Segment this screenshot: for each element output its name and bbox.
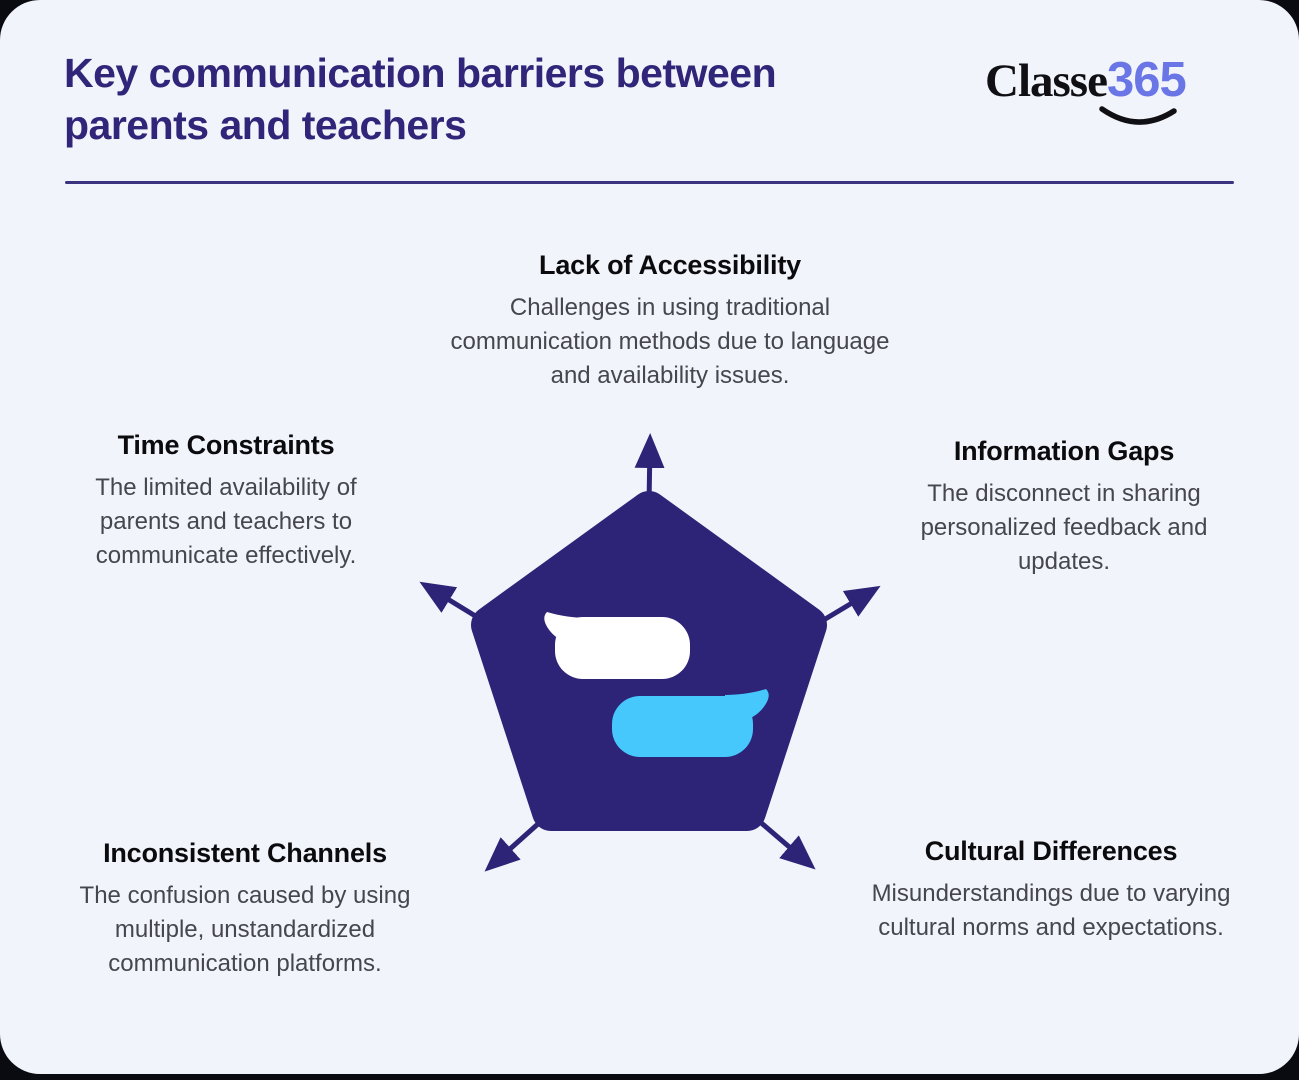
logo-smile-icon <box>1099 106 1177 125</box>
chat-bubble-blue-icon <box>612 689 769 757</box>
section-description: Challenges in using traditional communic… <box>450 294 890 390</box>
header-divider <box>65 181 1234 184</box>
logo-wordmark: Classe <box>985 55 1108 107</box>
chat-bubble-white-icon <box>544 612 690 679</box>
arrow-upper-right-icon <box>820 585 881 624</box>
section-description: The disconnect in sharing personalized f… <box>920 480 1208 576</box>
page-title: Key communication barriers between paren… <box>64 50 777 148</box>
section-description: The limited availability of parents and … <box>95 474 357 570</box>
section-information-gaps: Information Gaps The disconnect in shari… <box>878 436 1250 579</box>
section-inconsistent-channels: Inconsistent Channels The confusion caus… <box>48 838 442 981</box>
section-cultural-differences: Cultural Differences Misunderstandings d… <box>866 836 1236 945</box>
section-title: Inconsistent Channels <box>103 838 387 868</box>
classe365-logo: Classe365 <box>985 52 1187 132</box>
section-title: Time Constraints <box>117 430 335 460</box>
section-title: Cultural Differences <box>924 836 1178 866</box>
section-title: Lack of Accessibility <box>539 250 801 280</box>
section-lack-of-accessibility: Lack of Accessibility Challenges in usin… <box>428 250 912 393</box>
section-title: Information Gaps <box>953 436 1175 466</box>
section-description: The confusion caused by using multiple, … <box>79 882 411 978</box>
logo-number: 365 <box>1106 53 1187 107</box>
arrow-upper-left-icon <box>419 581 479 620</box>
pentagon-chat-icon <box>419 433 881 872</box>
section-time-constraints: Time Constraints The limited availabilit… <box>56 430 396 573</box>
section-description: Misunderstandings due to varying cultura… <box>871 880 1231 942</box>
